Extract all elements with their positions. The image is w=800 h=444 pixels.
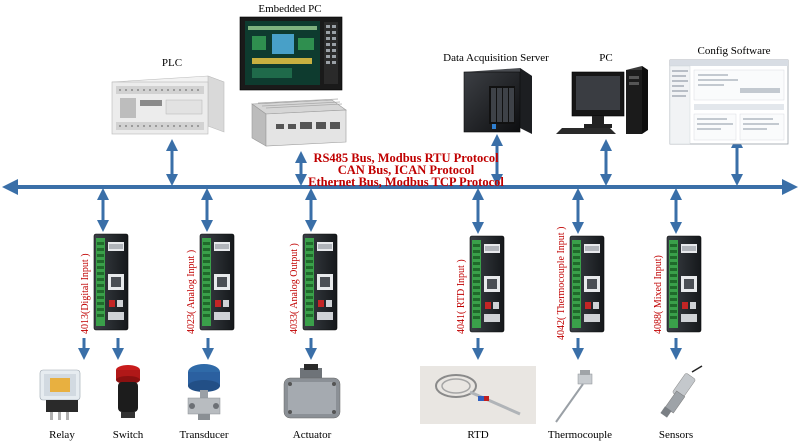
- module-4042: 4042( Thermocouple Input ): [556, 227, 605, 340]
- data-server-image: [463, 68, 532, 134]
- module-label: 4042( Thermocouple Input ): [556, 227, 567, 340]
- plc-image: [111, 75, 225, 135]
- thermocouple-label: Thermocouple: [548, 429, 612, 441]
- module-label: 4033( Analog Output ): [289, 243, 300, 334]
- relay-label: Relay: [49, 429, 75, 441]
- rtd-image: [420, 366, 536, 424]
- transducer-label: Transducer: [179, 429, 228, 441]
- field-connectors: [78, 338, 682, 360]
- sensors-label: Sensors: [659, 429, 693, 441]
- thermocouple-image: [555, 370, 593, 423]
- module-4088: 4088( Mixed Input): [653, 235, 702, 334]
- data-server-device: Data Acquisition Server: [443, 52, 549, 134]
- transducer-image: [187, 364, 221, 420]
- module-label: 4023( Analog Input ): [186, 250, 197, 334]
- module-label: 4088( Mixed Input): [653, 255, 664, 334]
- sensors-device: Sensors: [659, 365, 703, 441]
- module-connectors: [97, 188, 682, 234]
- bus-protocols: RS485 Bus, Modbus RTU Protocol CAN Bus, …: [308, 151, 504, 189]
- transducer-device: Transducer: [179, 364, 229, 441]
- protocol-can: CAN Bus, ICAN Protocol: [338, 163, 475, 177]
- actuator-image: [283, 364, 341, 419]
- relay-device: Relay: [39, 369, 81, 441]
- rtd-label: RTD: [467, 429, 488, 441]
- thermocouple-device: Thermocouple: [548, 370, 612, 441]
- sensors-image: [660, 365, 703, 418]
- pc-device: PC: [556, 52, 648, 134]
- protocol-ethernet: Ethernet Bus, Modbus TCP Protocol: [308, 175, 504, 189]
- module-label: 4013(Digital Input ): [80, 253, 91, 334]
- switch-label: Switch: [113, 429, 144, 441]
- config-software-window: [669, 59, 789, 145]
- config-software-label: Config Software: [697, 45, 770, 57]
- switch-image: [116, 365, 140, 418]
- embedded-pc-device: Embedded PC: [239, 3, 347, 147]
- actuator-label: Actuator: [293, 429, 332, 441]
- switch-device: Switch: [113, 365, 144, 441]
- top-connectors: [166, 134, 743, 186]
- rtd-device: RTD: [420, 366, 536, 441]
- plc-label: PLC: [162, 57, 182, 69]
- module-4013: 4013(Digital Input ): [80, 233, 129, 334]
- module-4023: 4023( Analog Input ): [186, 233, 235, 334]
- module-label: 4041( RTD Input ): [456, 259, 467, 334]
- plc-device: PLC: [111, 57, 225, 135]
- protocol-rs485: RS485 Bus, Modbus RTU Protocol: [313, 151, 499, 165]
- module-4041: 4041( RTD Input ): [456, 235, 505, 334]
- embedded-pc-image: [239, 16, 347, 147]
- module-4033: 4033( Analog Output ): [289, 233, 338, 334]
- pc-image: [556, 66, 648, 134]
- pc-label: PC: [599, 52, 612, 64]
- data-server-label: Data Acquisition Server: [443, 52, 549, 64]
- actuator-device: Actuator: [283, 364, 341, 441]
- relay-image: [39, 369, 81, 420]
- embedded-pc-label: Embedded PC: [258, 3, 321, 15]
- config-software-device: Config Software: [669, 45, 789, 145]
